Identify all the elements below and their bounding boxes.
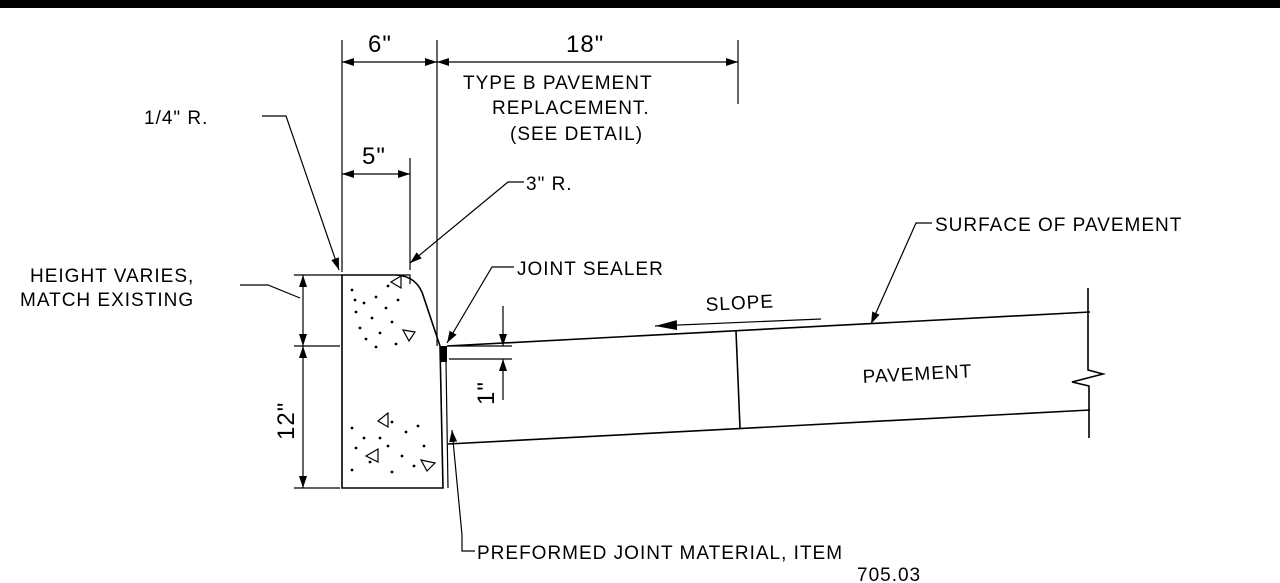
- pavement-bottom-surface: [447, 409, 1091, 445]
- height-leader: [240, 284, 301, 299]
- dim-12in-label: 12": [273, 402, 300, 440]
- joint-sealer-label: JOINT SEALER: [517, 259, 664, 280]
- three-radius-label: 3" R.: [526, 174, 573, 195]
- pavement-label: PAVEMENT: [862, 361, 973, 388]
- height-label-line2: MATCH EXISTING: [20, 290, 194, 311]
- replacement-label-line3: (SEE DETAIL): [510, 124, 643, 145]
- dim-5in-label: 5": [362, 143, 386, 170]
- curb: [341, 274, 449, 489]
- replacement-label-line1: TYPE B PAVEMENT: [463, 73, 653, 94]
- preformed-joint-line: [445, 361, 449, 489]
- pavement-slab: [446, 288, 1107, 445]
- replacement-label-line2: REPLACEMENT.: [492, 98, 650, 119]
- quarter-radius-label: 1/4" R.: [144, 108, 208, 129]
- dim-1in-label: 1": [473, 381, 500, 405]
- slope-label: SLOPE: [705, 291, 774, 316]
- pavement-top-surface: [446, 311, 1091, 347]
- quarter-radius-leader: [262, 115, 340, 271]
- curb-outline: [341, 274, 444, 489]
- aggregate-upper: [350, 274, 417, 349]
- aggregate-lower: [350, 411, 437, 474]
- top-border: [0, 0, 1280, 8]
- joint-sealer-leader: [446, 266, 514, 344]
- surface-leader: [870, 222, 932, 325]
- preformed-label-line2: 705.03: [857, 565, 921, 583]
- preformed-leader: [449, 429, 475, 552]
- joint-sealer-block: [440, 346, 447, 362]
- surface-label: SURFACE OF PAVEMENT: [935, 215, 1182, 236]
- break-line: [1071, 288, 1107, 438]
- preformed-label-line1: PREFORMED JOINT MATERIAL, ITEM: [477, 543, 843, 564]
- radius-corner-mark: [396, 274, 411, 284]
- pavement-joint-line: [735, 330, 741, 429]
- dim-6in-label: 6": [368, 31, 392, 58]
- dim-18in-label: 18": [566, 31, 604, 58]
- three-radius-leader: [409, 181, 524, 264]
- slope-arrow: [654, 318, 822, 331]
- height-label-line1: HEIGHT VARIES,: [30, 266, 194, 287]
